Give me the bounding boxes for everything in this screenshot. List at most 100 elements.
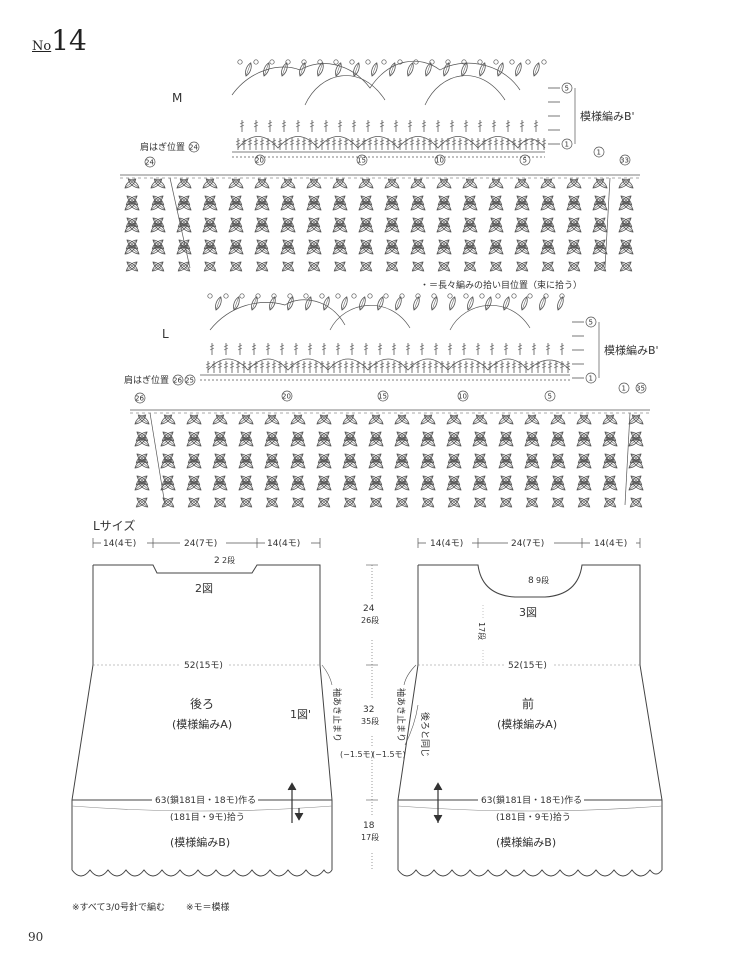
post-symbol — [463, 119, 469, 133]
post-symbol — [281, 119, 287, 133]
post-symbol — [209, 342, 215, 356]
post-symbol — [499, 137, 505, 151]
post-symbol — [499, 360, 505, 374]
post-symbol — [547, 360, 553, 374]
post-symbol — [391, 342, 397, 356]
picot-symbol — [493, 59, 499, 65]
picot-symbol — [207, 293, 213, 299]
stitch-mark: 5 — [523, 157, 527, 165]
post-symbol — [519, 119, 525, 133]
post-symbol — [475, 342, 481, 356]
front-schematic: 14(4モ) 24(7モ) 14(4モ) 8 9段 3図 17段 52(15モ)… — [395, 537, 663, 877]
shoulder-label-m: 肩はぎ位置 — [140, 141, 185, 153]
left-num-l: 26 — [135, 395, 144, 403]
post-symbol — [445, 360, 451, 374]
footnote-needle: ※すべて3/0号針で編む — [72, 901, 165, 913]
post-symbol — [517, 342, 523, 356]
leaf-symbol — [243, 61, 254, 78]
front-top-right: 14(4モ) — [594, 539, 627, 549]
back-height-rows: 26段 — [361, 615, 379, 625]
post-symbol — [323, 119, 329, 133]
post-symbol — [433, 342, 439, 356]
stitch-mark: 10 — [435, 157, 444, 165]
post-symbol — [463, 360, 469, 374]
picot-symbol — [365, 59, 371, 65]
chart-m: M 5 1 模様編みB' 肩はぎ位置 24 — [120, 59, 640, 291]
post-symbol — [343, 360, 349, 374]
post-symbol — [391, 360, 397, 374]
post-symbol — [449, 119, 455, 133]
post-symbol — [237, 342, 243, 356]
picot-symbol — [381, 59, 387, 65]
end-num-l: 35 — [636, 385, 645, 393]
post-symbol — [259, 137, 265, 151]
post-symbol — [251, 342, 257, 356]
leaf-symbol — [213, 295, 224, 312]
post-symbol — [229, 360, 235, 374]
post-symbol — [535, 137, 541, 151]
post-symbol — [217, 360, 223, 374]
post-symbol — [279, 342, 285, 356]
post-symbol — [235, 137, 241, 151]
picot-symbol — [285, 59, 291, 65]
row-mark-5: 5 — [589, 319, 593, 327]
picot-symbol — [431, 293, 437, 299]
shoulder-label-l: 肩はぎ位置 — [124, 374, 169, 386]
post-symbol — [313, 360, 319, 374]
stitch-mark: 20 — [282, 393, 291, 401]
post-symbol — [511, 360, 517, 374]
front-top-mid: 24(7モ) — [511, 539, 544, 549]
leaf-symbol — [501, 295, 512, 312]
size-label-m: M — [172, 91, 182, 105]
post-symbol — [419, 342, 425, 356]
pattern-label-m: 模様編みB' — [580, 109, 635, 123]
back-schematic: 14(4モ) 24(7モ) 14(4モ) 2 2段 2図 52(15モ) 後ろ … — [71, 537, 343, 877]
leaf-symbol — [513, 61, 524, 78]
leaf-symbol — [321, 295, 332, 312]
post-symbol — [337, 360, 343, 374]
post-symbol — [493, 137, 499, 151]
picot-symbol — [287, 293, 293, 299]
post-symbol — [529, 137, 535, 151]
post-symbol — [451, 360, 457, 374]
stitch-mark: 1 — [622, 385, 626, 393]
front-top-left: 14(4モ) — [430, 539, 463, 549]
leaf-symbol — [405, 61, 416, 78]
post-symbol — [267, 119, 273, 133]
back-body-len: 32 — [363, 705, 374, 715]
post-symbol — [309, 119, 315, 133]
post-symbol — [293, 342, 299, 356]
post-symbol — [393, 119, 399, 133]
post-symbol — [533, 119, 539, 133]
post-symbol — [505, 119, 511, 133]
back-pickup: (181目・9モ)拾う — [170, 811, 245, 823]
post-symbol — [421, 119, 427, 133]
picot-symbol — [429, 59, 435, 65]
post-symbol — [289, 137, 295, 151]
post-symbol — [223, 360, 229, 374]
post-symbol — [253, 119, 259, 133]
leaf-symbol — [375, 295, 386, 312]
front-side-rows: 17段 — [477, 622, 487, 640]
post-symbol — [295, 119, 301, 133]
back-top-right: 14(4モ) — [267, 539, 300, 549]
chart-l: L 5 1 模様編みB' 肩はぎ位置 26 25 — [124, 293, 659, 510]
post-symbol — [265, 342, 271, 356]
post-symbol — [205, 360, 211, 374]
leaf-symbol — [555, 295, 566, 312]
front-dec: (−1.5モ) — [372, 750, 406, 759]
picot-symbol — [511, 293, 517, 299]
front-pattern: (模様編みA) — [497, 717, 557, 731]
size-label-l: L — [162, 327, 169, 341]
stitch-marks-m: 20 15 10 5 1 33 — [254, 146, 631, 166]
leaf-symbol — [519, 295, 530, 312]
post-symbol — [377, 342, 383, 356]
post-symbol — [451, 137, 457, 151]
post-symbol — [223, 342, 229, 356]
post-symbol — [379, 360, 385, 374]
back-hem-len: 18 — [363, 821, 375, 831]
post-symbol — [335, 342, 341, 356]
picot-symbol — [239, 293, 245, 299]
post-symbol — [379, 119, 385, 133]
post-symbol — [385, 360, 391, 374]
